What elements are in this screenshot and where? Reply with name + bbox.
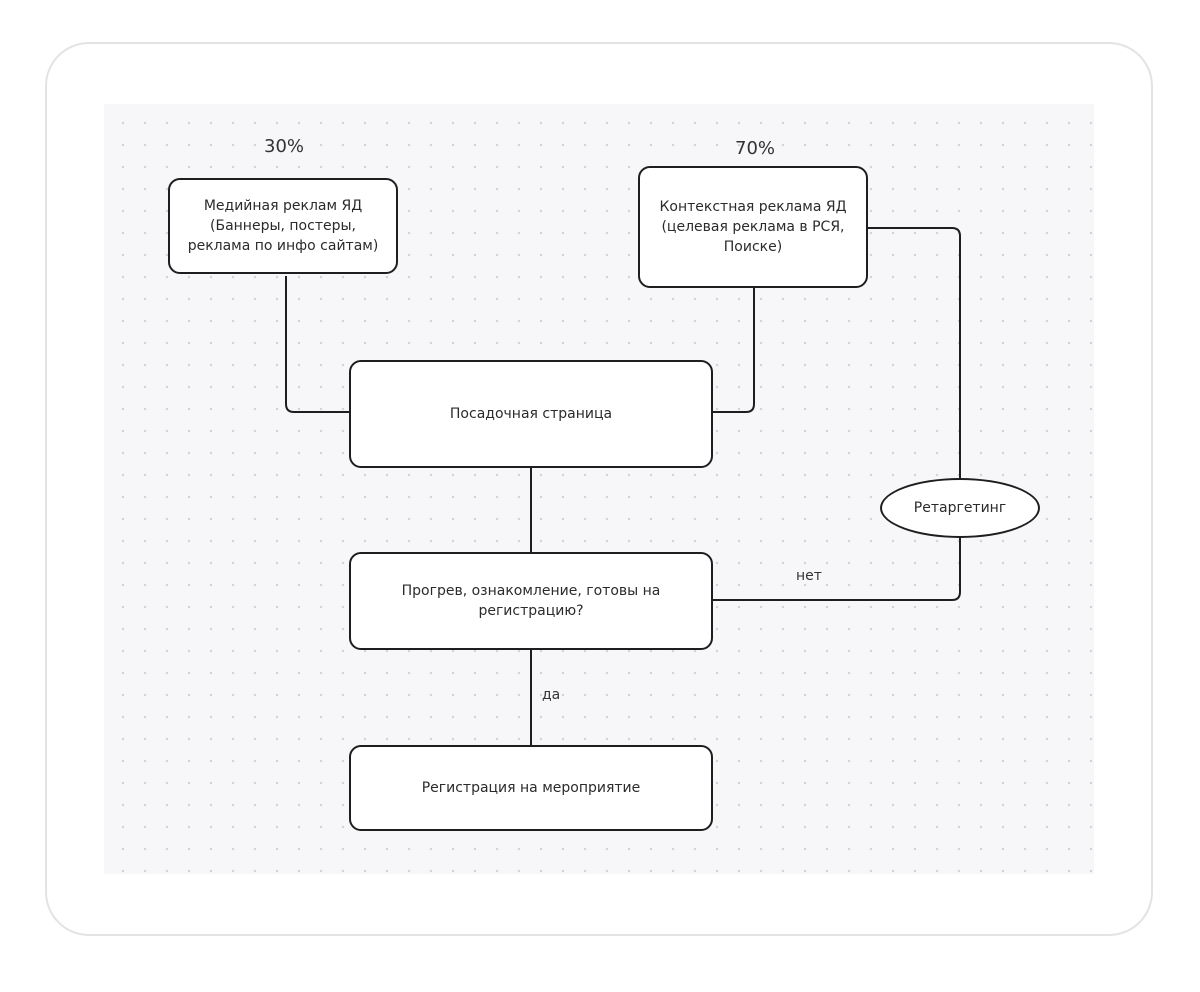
context-share-label: 70% bbox=[735, 138, 776, 159]
node-retargeting[interactable]: Ретаргетинг bbox=[880, 478, 1040, 538]
node-media-ads-text: Медийная реклам ЯД (Баннеры, постеры, ре… bbox=[187, 198, 379, 254]
node-landing-page[interactable]: Посадочная страница bbox=[349, 360, 713, 468]
node-retargeting-text: Ретаргетинг bbox=[913, 500, 1007, 516]
edge-label-no: нет bbox=[796, 568, 822, 584]
node-landing-page-text: Посадочная страница bbox=[449, 406, 613, 422]
node-warmup-decision-text: Прогрев, ознакомление, готовы на регистр… bbox=[401, 583, 661, 619]
node-registration-text: Регистрация на мероприятие bbox=[421, 780, 641, 796]
edge-label-yes: да bbox=[542, 687, 561, 703]
node-context-ads-text: Контекстная реклама ЯД (целевая реклама … bbox=[659, 199, 847, 255]
node-context-ads[interactable]: Контекстная реклама ЯД (целевая реклама … bbox=[638, 166, 868, 288]
node-warmup-decision[interactable]: Прогрев, ознакомление, готовы на регистр… bbox=[349, 552, 713, 650]
node-registration[interactable]: Регистрация на мероприятие bbox=[349, 745, 713, 831]
node-media-ads[interactable]: Медийная реклам ЯД (Баннеры, постеры, ре… bbox=[168, 178, 398, 274]
media-share-label: 30% bbox=[264, 136, 305, 157]
